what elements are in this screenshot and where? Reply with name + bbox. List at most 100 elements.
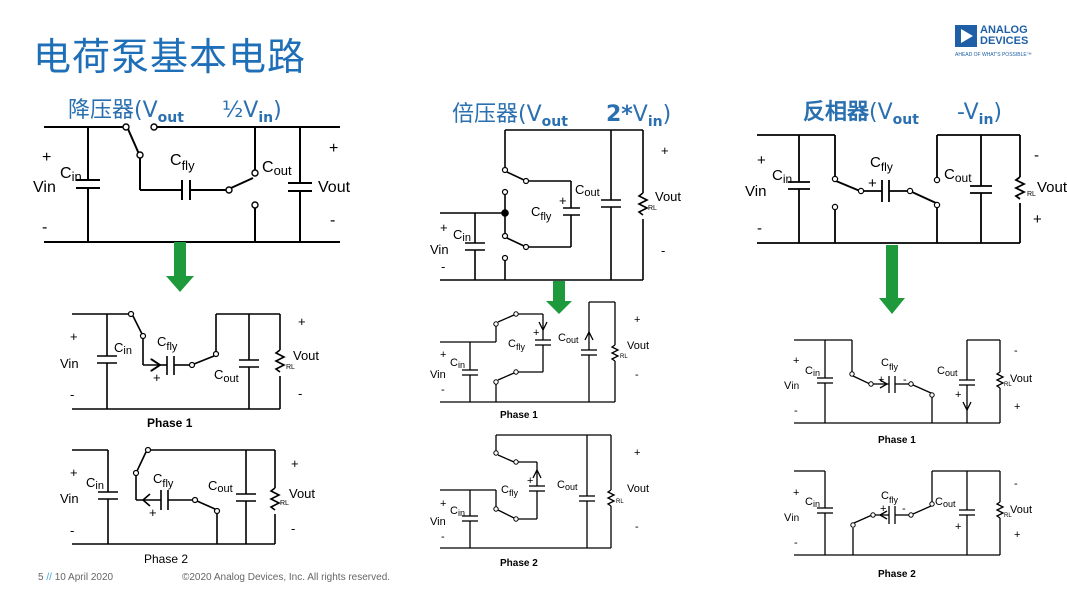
footer-copyright: ©2020 Analog Devices, Inc. All rights re… — [182, 572, 391, 583]
vin-label: Vin — [60, 491, 79, 506]
vin-minus: - — [70, 523, 74, 538]
doubler-main-labels: + Vout RL - Cout Cfly + + Cin Vin - — [430, 143, 681, 274]
cin-label: Cin — [86, 475, 104, 492]
heading-close: ) — [273, 98, 282, 123]
vout-label: Vout — [627, 340, 649, 352]
doubler-main-circuit — [440, 129, 649, 281]
cfly-plus: + — [878, 374, 884, 386]
cout-label: Cout — [935, 496, 956, 509]
phase1-caption: Phase 1 — [147, 416, 193, 430]
heading-open: (V — [518, 102, 542, 127]
buck-phase1-circuit — [72, 310, 286, 410]
cin-label: Cin — [453, 227, 471, 244]
buck-down-arrow-icon — [166, 242, 194, 292]
doubler-phase1-circuit — [440, 301, 620, 403]
doubler-phase2-labels: + Cin Vin - Cfly + Cout RL Vout + - Phas… — [430, 447, 649, 569]
cfly-label: Cfly — [870, 154, 893, 174]
buck-main-labels: + Vin - Cin Cfly Cout + Vout - — [33, 140, 351, 236]
rl-label: RL — [1027, 191, 1036, 198]
cfly-label: Cfly — [881, 490, 898, 505]
vout-label: Vout — [655, 189, 681, 204]
vout-label: Vout — [318, 179, 351, 196]
heading-close: ) — [993, 100, 1002, 125]
vin-plus: + — [42, 149, 51, 166]
phase2-caption: Phase 2 — [144, 552, 188, 566]
inverter-phase2-circuit — [794, 470, 1005, 556]
heading-in-sub: in — [647, 114, 663, 130]
cin-label: Cin — [60, 165, 82, 184]
vout-minus: - — [661, 243, 665, 258]
inverter-main-labels: + Cin Vin - Cfly + Cout RL Vout - + — [745, 147, 1067, 237]
vin-minus: - — [794, 405, 798, 417]
cout-label: Cout — [558, 332, 579, 345]
vout-minus: - — [330, 212, 335, 229]
cfly-label: Cfly — [170, 152, 195, 173]
vout-minus: - — [291, 521, 295, 536]
vin-minus: - — [441, 531, 445, 543]
vin-minus: - — [757, 220, 762, 237]
cfly-plus: + — [527, 475, 533, 487]
cfly-label: Cfly — [531, 204, 552, 223]
footer-page-date: 5 // 10 April 2020 — [38, 572, 113, 583]
page-number: 5 — [38, 572, 44, 583]
cfly-plus: + — [533, 327, 539, 339]
phase1-caption: Phase 1 — [878, 435, 916, 446]
cfly-label: Cfly — [508, 338, 525, 352]
buck-phase2-labels: + Vin - Cin Cfly + Cout RL Vout + - Phas… — [60, 456, 315, 566]
cout-plus: + — [955, 521, 961, 533]
vin-plus: + — [440, 349, 446, 361]
vout-plus: + — [634, 447, 640, 459]
cout-label: Cout — [944, 166, 972, 185]
vin-minus: - — [441, 384, 445, 396]
inverter-phase2-labels: + Cin Vin - Cfly + - Cout + RL Vout - + … — [784, 478, 1032, 580]
cout-label: Cout — [557, 479, 578, 492]
inverter-down-arrow-icon — [879, 245, 905, 314]
vout-plus: + — [291, 456, 299, 471]
rl-label: RL — [280, 500, 289, 507]
footer-date: 10 April 2020 — [54, 572, 114, 583]
phase1-caption: Phase 1 — [500, 410, 538, 421]
rl-label: RL — [286, 364, 295, 371]
vout-plus: + — [329, 140, 338, 157]
doubler-down-arrow-icon — [546, 281, 572, 314]
buck-phase2-circuit — [72, 446, 281, 545]
vout-plus: + — [1033, 211, 1042, 228]
heading-name: 降压器 — [68, 98, 135, 123]
cfly-minus: - — [902, 503, 906, 515]
vout-label: Vout — [293, 348, 319, 363]
cin-label: Cin — [114, 340, 132, 357]
cout-label: Cout — [208, 478, 233, 495]
cout-plus: + — [955, 389, 961, 401]
phase2-caption: Phase 2 — [500, 558, 538, 569]
vout-minus: - — [635, 521, 639, 533]
cfly-plus: + — [880, 503, 886, 515]
vin-minus: - — [441, 259, 445, 274]
footer-separator: // — [46, 572, 52, 583]
cfly-plus: + — [149, 505, 157, 520]
vout-plus: + — [661, 143, 669, 158]
cin-label: Cin — [450, 505, 465, 518]
vout-plus: + — [634, 314, 640, 326]
cfly-plus: + — [153, 370, 161, 385]
vin-minus: - — [794, 537, 798, 549]
heading-out-sub: out — [541, 114, 568, 130]
rl-label: RL — [1004, 382, 1012, 388]
vout-plus: + — [1014, 401, 1020, 413]
inverter-phase1-circuit — [794, 339, 1005, 424]
analog-devices-logo: ANALOG DEVICES AHEAD OF WHAT'S POSSIBLE™ — [955, 24, 1067, 65]
vout-minus: - — [1014, 345, 1018, 357]
heading-open: (V — [869, 100, 893, 125]
vout-label: Vout — [289, 486, 315, 501]
heading-name: 反相器 — [803, 100, 870, 125]
vin-label: Vin — [430, 242, 449, 257]
cout-label: Cout — [575, 182, 600, 199]
vout-minus: - — [1014, 478, 1018, 490]
vin-label: Vin — [745, 183, 766, 200]
vin-minus: - — [70, 387, 74, 402]
vin-plus: + — [70, 465, 78, 480]
rl-label: RL — [648, 205, 657, 212]
heading-in-sub: in — [978, 112, 994, 128]
vin-label: Vin — [60, 356, 79, 371]
heading-in-sub: in — [258, 110, 274, 126]
